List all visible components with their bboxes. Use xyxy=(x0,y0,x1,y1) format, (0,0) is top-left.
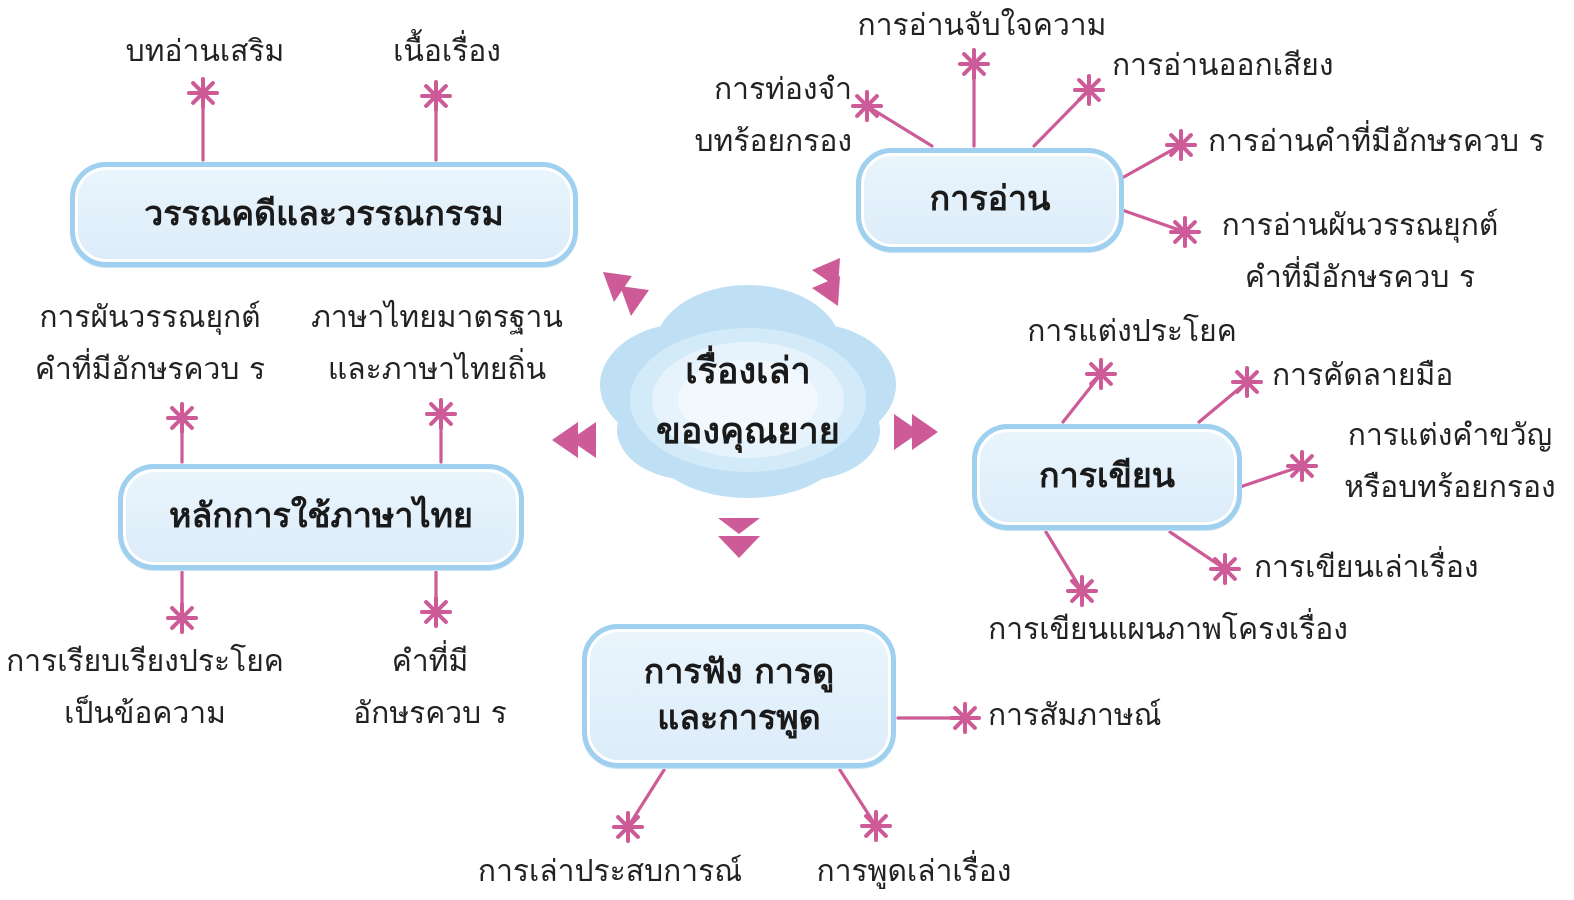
leaf-read-cluster: การอ่านคำที่มีอักษรควบ ร xyxy=(1208,116,1574,168)
topic-literature-label: วรรณคดีและวรรณกรรม xyxy=(144,192,504,238)
center-title: เรื่องเล่า ของคุณยาย xyxy=(618,342,878,462)
topic-literature: วรรณคดีและวรรณกรรม xyxy=(70,162,578,267)
topic-thai-usage-label: หลักการใช้ภาษาไทย xyxy=(169,494,473,540)
leaf-tone-marks-line-2: คำที่มีอักษรควบ ร xyxy=(10,344,290,396)
leaf-read-tone-line-2: คำที่มีอักษรควบ ร xyxy=(1200,252,1520,304)
leaf-story-map: การเขียนแผนภาพโครงเรื่อง xyxy=(968,604,1368,656)
topic-writing: การเขียน xyxy=(972,424,1242,530)
leaf-read-tone: การอ่านผันวรรณยุกต์ คำที่มีอักษรควบ ร xyxy=(1200,200,1520,304)
leaf-arrange-sentences-line-2: เป็นข้อความ xyxy=(0,688,290,740)
asterisk-icon xyxy=(168,604,196,632)
asterisk-icon xyxy=(1075,76,1103,104)
leaf-cluster-words: คำที่มี อักษรควบ ร xyxy=(330,636,530,740)
asterisk-icon xyxy=(1068,577,1096,605)
arrow-right-icon xyxy=(894,414,938,450)
leaf-arrange-sentences: การเรียบเรียงประโยค เป็นข้อความ xyxy=(0,636,290,740)
leaf-tone-marks-line-1: การผันวรรณยุกต์ xyxy=(10,292,290,344)
topic-thai-usage: หลักการใช้ภาษาไทย xyxy=(118,464,524,570)
asterisk-icon xyxy=(422,598,450,626)
asterisk-icon xyxy=(427,400,455,428)
asterisk-icon xyxy=(614,813,642,841)
asterisk-icon xyxy=(862,812,890,840)
asterisk-icon xyxy=(1171,218,1199,246)
asterisk-icon xyxy=(422,82,450,110)
leaf-read-comprehension: การอ่านจับใจความ xyxy=(842,0,1122,52)
leaf-interview: การสัมภาษณ์ xyxy=(988,690,1198,742)
leaf-share-experience: การเล่าประสบการณ์ xyxy=(460,846,760,898)
leaf-standard-thai: ภาษาไทยมาตรฐาน และภาษาไทยถิ่น xyxy=(298,292,576,396)
leaf-memorize: การท่องจำ บทร้อยกรอง xyxy=(640,64,852,168)
connector-storytelling xyxy=(840,770,876,826)
topic-listening: การฟัง การดู และการพูด xyxy=(582,624,896,768)
asterisk-icon xyxy=(960,50,988,78)
leaf-standard-thai-line-2: และภาษาไทยถิ่น xyxy=(298,344,576,396)
leaf-compose-motto: การแต่งคำขวัญ หรือบทร้อยกรอง xyxy=(1330,410,1570,514)
leaf-compose-sentence: การแต่งประโยค xyxy=(1010,306,1254,358)
arrow-down-icon xyxy=(718,518,760,558)
arrow-left-icon xyxy=(552,422,596,458)
connector-memorize xyxy=(867,106,932,146)
asterisk-icon xyxy=(1233,368,1261,396)
leaf-storytelling: การพูดเล่าเรื่อง xyxy=(800,846,1028,898)
leaf-read-tone-line-1: การอ่านผันวรรณยุกต์ xyxy=(1200,200,1520,252)
leaf-story-content: เนื้อเรื่อง xyxy=(362,26,532,78)
asterisk-icon xyxy=(168,404,196,432)
arrow-up-left-icon xyxy=(603,272,649,316)
asterisk-icon xyxy=(1288,452,1316,480)
asterisk-icon xyxy=(1087,360,1115,388)
leaf-memorize-line-2: บทร้อยกรอง xyxy=(640,116,852,168)
asterisk-icon xyxy=(853,92,881,120)
topic-reading: การอ่าน xyxy=(856,148,1124,252)
connector-share-experience xyxy=(628,770,664,827)
leaf-standard-thai-line-1: ภาษาไทยมาตรฐาน xyxy=(298,292,576,344)
asterisk-icon xyxy=(1167,131,1195,159)
topic-listening-line-1: การฟัง การดู xyxy=(644,650,834,696)
arrow-up-right-icon xyxy=(812,258,840,306)
leaf-cluster-words-line-2: อักษรควบ ร xyxy=(330,688,530,740)
asterisk-icon xyxy=(189,79,217,107)
leaf-write-story: การเขียนเล่าเรื่อง xyxy=(1254,542,1504,594)
leaf-arrange-sentences-line-1: การเรียบเรียงประโยค xyxy=(0,636,290,688)
connector-story-map xyxy=(1046,532,1082,591)
topic-listening-line-2: และการพูด xyxy=(657,696,820,742)
topic-reading-label: การอ่าน xyxy=(930,177,1051,223)
center-title-line-2: ของคุณยาย xyxy=(618,402,878,462)
leaf-read-aloud: การอ่านออกเสียง xyxy=(1112,40,1372,92)
leaf-compose-motto-line-1: การแต่งคำขวัญ xyxy=(1330,410,1570,462)
asterisk-icon xyxy=(951,704,979,732)
topic-writing-label: การเขียน xyxy=(1039,454,1175,500)
center-title-line-1: เรื่องเล่า xyxy=(618,342,878,402)
leaf-tone-marks: การผันวรรณยุกต์ คำที่มีอักษรควบ ร xyxy=(10,292,290,396)
leaf-supplementary-reading: บทอ่านเสริม xyxy=(100,26,310,78)
connector-read-cluster xyxy=(1122,145,1181,178)
leaf-memorize-line-1: การท่องจำ xyxy=(640,64,852,116)
leaf-handwriting: การคัดลายมือ xyxy=(1272,350,1492,402)
leaf-compose-motto-line-2: หรือบทร้อยกรอง xyxy=(1330,462,1570,514)
asterisk-icon xyxy=(1211,555,1239,583)
leaf-cluster-words-line-1: คำที่มี xyxy=(330,636,530,688)
